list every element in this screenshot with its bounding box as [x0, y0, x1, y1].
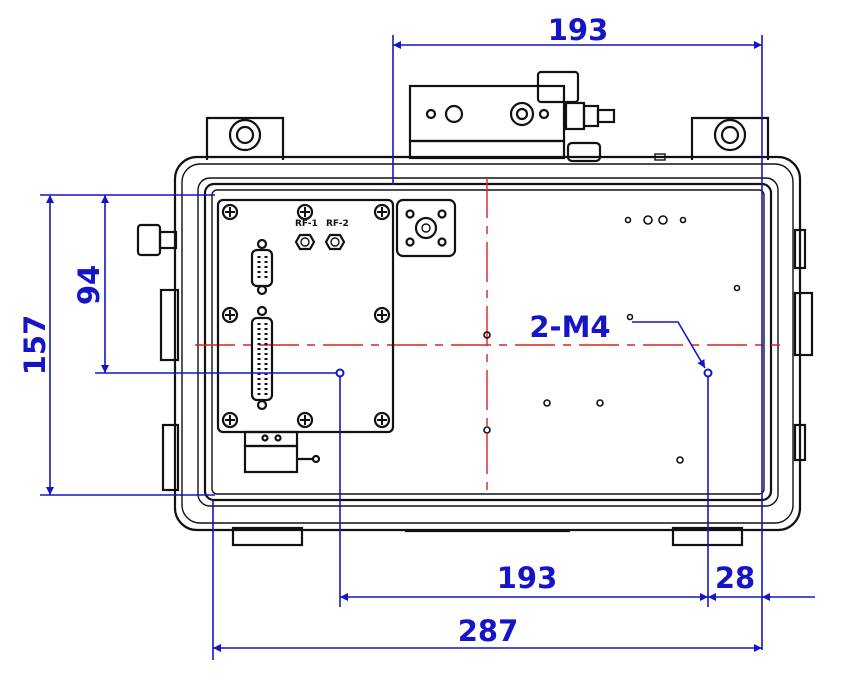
dim-287: 287: [458, 614, 519, 648]
dim-157: 157: [18, 315, 52, 376]
screw-icon: [221, 411, 239, 429]
rf-connectors: RF-1 RF-2: [294, 219, 349, 251]
side-fittings: [136, 223, 814, 492]
bottom-switch-box: [243, 430, 321, 474]
hole-callout: 2-M4: [529, 310, 610, 344]
screw-icon: [373, 411, 391, 429]
dimension-lines: [40, 35, 815, 660]
m4-hole-left: [335, 368, 345, 378]
screw-icon: [221, 203, 239, 221]
screw-icon: [221, 306, 239, 324]
dim-top-193: 193: [548, 13, 609, 47]
rf1-label: RF-1: [295, 219, 318, 229]
screw-icon: [373, 306, 391, 324]
dim-94: 94: [72, 265, 106, 305]
top-valve-block: [408, 70, 666, 163]
mounting-lug-left: [205, 116, 285, 160]
db9-connector: [250, 238, 274, 296]
screw-icon: [296, 411, 314, 429]
db25-connector: [250, 305, 274, 411]
plate-holes: [483, 215, 741, 464]
panel-screws: [221, 203, 391, 429]
m4-hole-right: [703, 368, 713, 378]
square-connector: [395, 198, 457, 258]
rf2-label: RF-2: [326, 219, 349, 229]
dim-28: 28: [715, 561, 755, 595]
mounting-lug-right: [690, 116, 770, 160]
dim-bottom-193: 193: [497, 561, 558, 595]
connector-panel: RF-1 RF-2: [216, 198, 395, 474]
screw-icon: [296, 203, 314, 221]
screw-icon: [373, 203, 391, 221]
enclosure-housing: [173, 155, 802, 547]
